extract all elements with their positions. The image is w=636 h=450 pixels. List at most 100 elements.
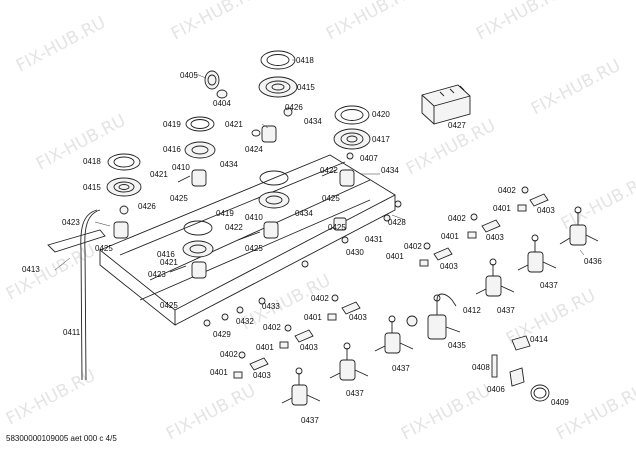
part-label: 0432 xyxy=(236,317,254,326)
bracket-set xyxy=(327,294,361,321)
part-label: 0402 xyxy=(263,323,281,332)
part-label: 0426 xyxy=(285,103,303,112)
part-label: 0410 xyxy=(245,213,263,222)
burner-cup xyxy=(113,221,129,239)
watermark-text: FIX-HUB.RU xyxy=(323,0,419,44)
bracket-set xyxy=(517,186,549,212)
watermark-text: FIX-HUB.RU xyxy=(3,366,99,430)
thermocouple-0421 xyxy=(169,265,187,273)
frame-rail xyxy=(149,179,371,281)
part-label: 0434 xyxy=(381,166,399,175)
part-label: 0415 xyxy=(297,83,315,92)
part-label: 0437 xyxy=(392,364,410,373)
part-label: 0431 xyxy=(365,235,383,244)
part-label: 0430 xyxy=(346,248,364,257)
burners xyxy=(106,50,371,258)
screw-0426 xyxy=(283,107,293,117)
part-label: 0415 xyxy=(83,183,101,192)
gas-valve-0437 xyxy=(475,258,515,297)
frame-rail xyxy=(119,161,346,256)
leader-lines xyxy=(54,59,585,271)
part-label: 0410 xyxy=(172,163,190,172)
part-label: 0406 xyxy=(487,385,505,394)
part-label: 0417 xyxy=(372,135,390,144)
nut-0404 xyxy=(216,89,228,99)
part-label: 0401 xyxy=(210,368,228,377)
burner-cap-0418 xyxy=(260,50,296,70)
part-label: 0403 xyxy=(440,262,458,271)
burner-cap-0418 xyxy=(107,153,141,171)
gas-pipe-0411 xyxy=(80,209,98,381)
part-label: 0422 xyxy=(225,223,243,232)
part-label: 0403 xyxy=(300,343,318,352)
part-label: 0419 xyxy=(163,120,181,129)
part-label: 0429 xyxy=(213,330,231,339)
part-label: 0416 xyxy=(157,250,175,259)
ring-0421 xyxy=(251,129,261,137)
part-label: 0402 xyxy=(448,214,466,223)
part-label: 0418 xyxy=(296,56,314,65)
part-label: 0412 xyxy=(463,306,481,315)
part-label: 0401 xyxy=(441,232,459,241)
burner-cup xyxy=(339,169,355,187)
burner-head-0416 xyxy=(182,240,214,258)
burner-cup-0410 xyxy=(191,169,207,187)
part-label: 0423 xyxy=(148,270,166,279)
part-label: 0413 xyxy=(22,265,40,274)
bracket-set xyxy=(233,351,269,379)
part-label: 0407 xyxy=(360,154,378,163)
bracket-set xyxy=(279,324,314,349)
thermocouple-0422 xyxy=(321,169,337,177)
part-label: 0402 xyxy=(498,186,516,195)
part-label: 0434 xyxy=(304,117,322,126)
part-label: 0416 xyxy=(163,145,181,154)
rail-0413 xyxy=(47,229,106,253)
part-label: 0425 xyxy=(322,194,340,203)
burner-cup-0410 xyxy=(263,221,279,239)
part-label: 0425 xyxy=(95,244,113,253)
part-label: 0434 xyxy=(220,160,238,169)
burner-cap-0419 xyxy=(259,170,289,186)
document-footer-code: 58300000109005 aet 000 c 4/5 xyxy=(6,434,117,443)
part-label: 0428 xyxy=(388,218,406,227)
gas-valves xyxy=(281,206,599,406)
thermocouple-0422 xyxy=(237,231,261,241)
burner-cap-0420 xyxy=(334,105,370,125)
part-label: 0411 xyxy=(63,328,81,337)
burner-head-0415 xyxy=(258,76,298,98)
thermocouple-0421 xyxy=(177,175,191,183)
burner-head xyxy=(258,191,290,209)
bracket-set xyxy=(467,213,501,239)
part-label: 0421 xyxy=(160,258,178,267)
screw-0426 xyxy=(119,205,129,215)
burner-head-0417 xyxy=(333,128,371,150)
ring-0409 xyxy=(530,384,550,402)
part-label: 0403 xyxy=(253,371,271,380)
part-label: 0409 xyxy=(551,398,569,407)
part-label: 0403 xyxy=(537,206,555,215)
nut-0412 xyxy=(406,315,418,327)
clip-0414 xyxy=(511,335,531,351)
watermark-text: FIX-HUB.RU xyxy=(163,381,259,445)
gas-valve-0437 xyxy=(374,315,414,354)
part-label: 0401 xyxy=(386,252,404,261)
part-label: 0408 xyxy=(472,363,490,372)
burner-cups xyxy=(113,107,355,279)
part-label: 0437 xyxy=(301,416,319,425)
part-label: 0419 xyxy=(216,209,234,218)
part-label: 0402 xyxy=(220,350,238,359)
bracket-clusters xyxy=(233,186,549,379)
watermark-text: FIX-HUB.RU xyxy=(398,381,494,445)
nozzle-holder xyxy=(333,217,347,231)
gas-valve-0437 xyxy=(329,342,369,381)
part-label: 0403 xyxy=(486,233,504,242)
thermostat-valve-0435 xyxy=(427,293,461,340)
part-label: 0424 xyxy=(245,145,263,154)
part-label: 0425 xyxy=(170,194,188,203)
part-label: 0425 xyxy=(245,244,263,253)
watermark-text: FIX-HUB.RU xyxy=(558,171,636,235)
watermark-text: FIX-HUB.RU xyxy=(168,0,264,44)
burner-cup xyxy=(191,261,207,279)
part-label: 0418 xyxy=(83,157,101,166)
part-label: 0402 xyxy=(311,294,329,303)
